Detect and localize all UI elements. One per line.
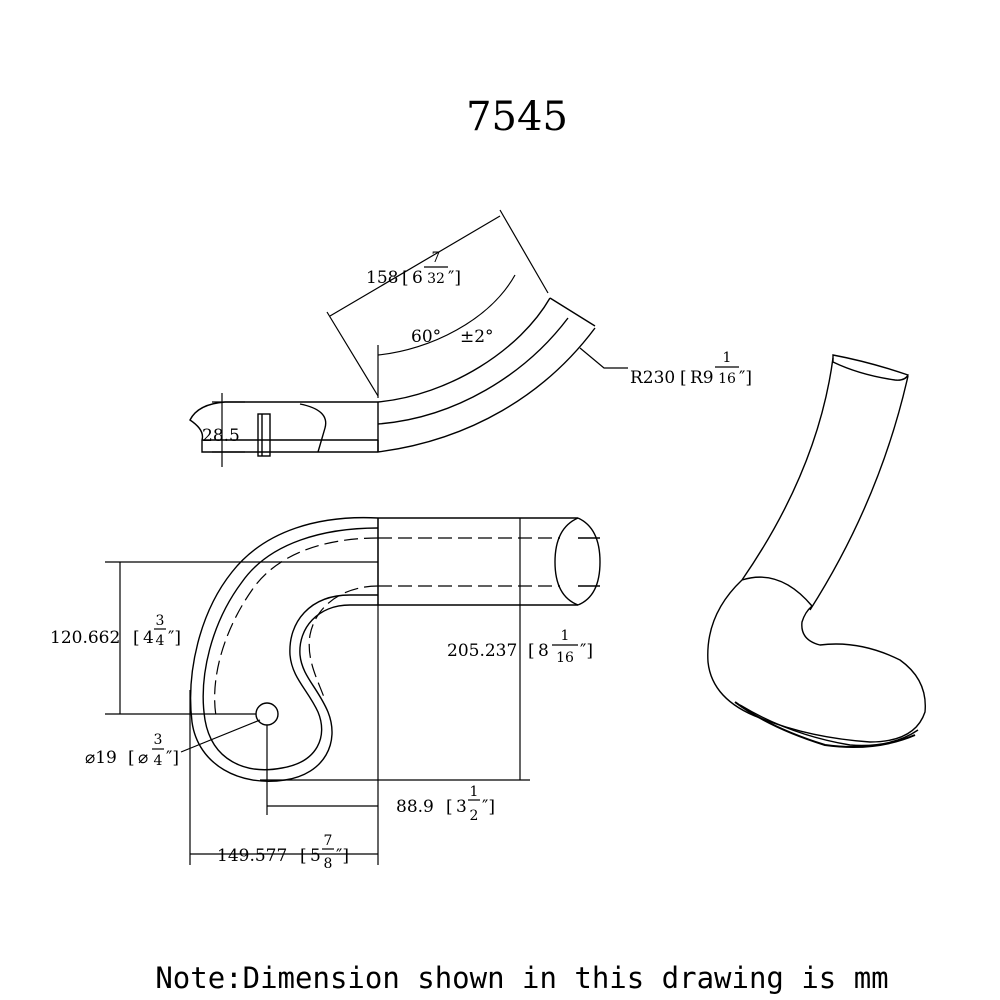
width-mm: 149.577: [217, 846, 287, 866]
angle-value: 60°: [411, 327, 441, 347]
drawing-note: Note:Dimension shown in this drawing is …: [155, 961, 888, 995]
height-bracket-open: [: [133, 628, 140, 648]
length-num: 7: [432, 250, 441, 266]
height-den: 4: [156, 633, 165, 649]
top-view: 120.662 [ 4 3 4 ″] ⌀19 [ ⌀ 3 4 ″] 205.23…: [50, 516, 601, 872]
width-bracket-close: ″]: [336, 846, 349, 866]
hole-den: 4: [154, 753, 163, 769]
radius-bracket-close: ″]: [739, 368, 752, 388]
radius-num: 1: [723, 350, 732, 366]
length-whole: 6: [412, 268, 423, 288]
span-num: 1: [561, 628, 570, 644]
height-whole: 4: [143, 628, 154, 648]
angle-tolerance: ±2°: [460, 327, 494, 347]
width-num: 7: [324, 833, 333, 849]
width-den: 8: [324, 856, 333, 872]
height-mm: 120.662: [50, 628, 120, 648]
hole-bracket-close: ″]: [166, 748, 179, 768]
height-bracket-close: ″]: [168, 628, 181, 648]
span-bracket-open: [: [528, 641, 535, 661]
length-den: 32: [427, 271, 445, 287]
offset-mm: 88.9: [396, 797, 434, 817]
span-mm: 205.237: [447, 641, 517, 661]
radius-bracket-open: [: [680, 368, 687, 388]
width-whole: 5: [310, 846, 321, 866]
radius-whole: R9: [690, 368, 714, 388]
offset-whole: 3: [456, 797, 467, 817]
width-bracket-open: [: [300, 846, 307, 866]
span-bracket-close: ″]: [580, 641, 593, 661]
hole-bracket-open: [: [128, 748, 135, 768]
radius-den: 16: [718, 371, 736, 387]
radius-prefix: R230: [630, 368, 675, 388]
offset-bracket-open: [: [446, 797, 453, 817]
span-den: 16: [556, 650, 574, 666]
length-bracket-open: [: [402, 268, 409, 288]
hole-prefix: ⌀: [138, 748, 148, 768]
hole-mm: ⌀19: [85, 748, 117, 768]
offset-den: 2: [470, 808, 479, 824]
side-view: 158 [ 6 7 32 ″] 60° ±2° R230 [ R9 1 16 ″…: [189, 209, 752, 467]
length-mm: 158: [366, 268, 398, 288]
length-bracket-close: ″]: [448, 268, 461, 288]
drawing-title: 7545: [466, 94, 568, 140]
offset-num: 1: [470, 784, 479, 800]
thickness-mm: 28.5: [202, 426, 240, 446]
offset-bracket-close: ″]: [482, 797, 495, 817]
height-num: 3: [156, 613, 165, 629]
hole-num: 3: [154, 732, 163, 748]
isometric-view: [707, 354, 926, 749]
span-whole: 8: [538, 641, 549, 661]
